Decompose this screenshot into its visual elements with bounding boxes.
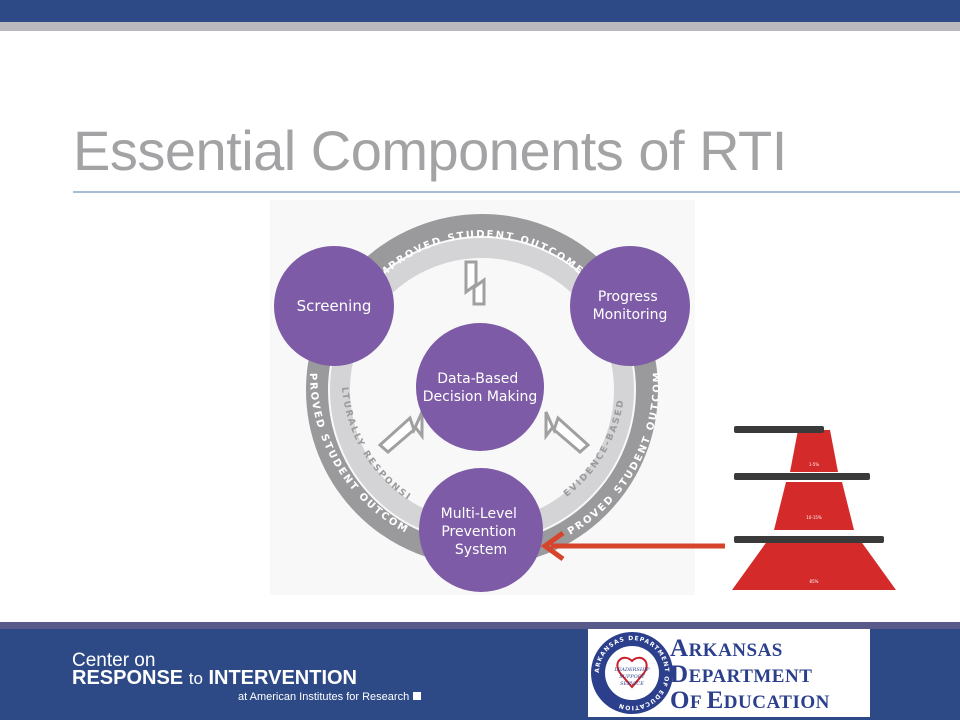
cri-logo-line2: RESPONSE to INTERVENTION — [72, 667, 357, 690]
svg-text:SERVICE: SERVICE — [620, 681, 644, 687]
pyramid-tier2-header — [734, 473, 870, 480]
data-based-decision-node — [416, 323, 544, 451]
pointer-arrow — [540, 530, 725, 562]
pyramid-tier2-pct: 10-15% — [806, 515, 822, 520]
progress-monitoring-label: Progress Monitoring — [593, 289, 668, 323]
ade-line-arkansas: ARKANSAS — [670, 635, 783, 662]
square-icon — [413, 692, 422, 700]
cri-air-text: at American Institutes for Research — [238, 691, 410, 703]
ade-line-department: DEPARTMENT — [670, 661, 813, 688]
cri-response: RESPONSE — [72, 667, 184, 689]
cri-logo-line1: Center on — [72, 650, 156, 671]
pyramid-tier3 — [790, 430, 838, 472]
lightning-arrow-top — [464, 260, 486, 306]
lightning-arrow-left — [377, 411, 424, 454]
slide-title: Essential Components of RTI — [73, 119, 787, 182]
ade-seal-icon: ARKANSAS DEPARTMENT OF EDUCATION LEADERS… — [591, 632, 673, 714]
svg-text:LEADERSHIP: LEADERSHIP — [613, 667, 650, 673]
title-underline — [73, 191, 960, 193]
svg-text:SUPPORT: SUPPORT — [619, 674, 645, 680]
cri-logo-line3: at American Institutes for Research — [238, 691, 422, 703]
lightning-arrow-right — [544, 411, 591, 454]
screening-node — [274, 246, 394, 366]
ade-logo: ARKANSAS DEPARTMENT OF EDUCATION LEADERS… — [588, 629, 870, 717]
ade-line-of-education: OF EDUCATION — [670, 687, 830, 714]
cri-intervention: INTERVENTION — [208, 667, 358, 689]
footer-stripe — [0, 622, 960, 629]
pyramid-tier1 — [732, 540, 896, 590]
pyramid-tier3-header — [734, 426, 824, 433]
pyramid-tier3-pct: 1-5% — [809, 462, 820, 467]
cri-to: to — [188, 669, 203, 688]
multi-level-prevention-node — [419, 468, 543, 592]
pyramid-tier2 — [774, 482, 854, 530]
progress-monitoring-node — [570, 246, 690, 366]
tier-pyramid-thumbnail: 1-5% 10-15% 85% — [732, 426, 896, 590]
top-banner-bar — [0, 0, 960, 22]
data-based-decision-label: Data-Based Decision Making — [423, 371, 537, 405]
pyramid-tier1-pct: 85% — [810, 579, 819, 584]
multi-level-prevention-label: Multi-Level Prevention System — [441, 506, 522, 558]
pyramid-tier1-header — [734, 536, 884, 543]
screening-label: Screening — [297, 297, 372, 315]
ade-wordmark: ARKANSAS DEPARTMENT OF EDUCATION — [670, 635, 830, 715]
top-banner-stripe — [0, 22, 960, 31]
